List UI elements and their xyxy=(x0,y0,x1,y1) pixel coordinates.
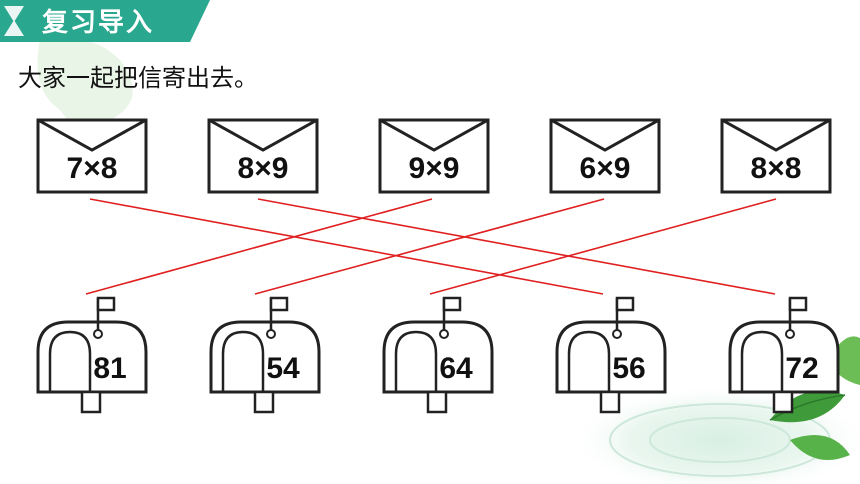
envelope-row xyxy=(36,118,832,194)
envelope-icon xyxy=(207,118,319,194)
map-watermark xyxy=(37,37,133,128)
envelope-label: 7×8 xyxy=(66,152,118,185)
connection-line xyxy=(254,198,605,295)
instruction-text: 大家一起把信寄出去。 xyxy=(18,64,258,92)
mailbox-label: 54 xyxy=(266,352,300,385)
mailbox-label: 72 xyxy=(785,352,819,385)
envelope-label: 6×9 xyxy=(579,152,631,185)
mailbox-icon xyxy=(728,296,840,414)
connection-line xyxy=(85,198,433,295)
envelope-label: 8×9 xyxy=(237,152,289,185)
envelope-label: 8×8 xyxy=(750,152,802,185)
envelope-icon xyxy=(720,118,832,194)
section-header-bar xyxy=(0,0,210,42)
mailbox-icon xyxy=(382,296,494,414)
mailbox-label: 81 xyxy=(93,352,127,385)
envelope-icon xyxy=(549,118,661,194)
connection-line xyxy=(89,198,604,295)
connection-lines xyxy=(85,198,777,295)
mailbox-row xyxy=(36,296,840,414)
mailbox-label: 56 xyxy=(612,352,646,385)
mailbox-icon xyxy=(555,296,667,414)
envelope-icon xyxy=(36,118,148,194)
mailbox-icon xyxy=(36,296,148,414)
connection-line xyxy=(429,198,777,295)
mailbox-icon xyxy=(209,296,321,414)
connection-line xyxy=(257,198,776,295)
section-title: 复习导入 xyxy=(42,8,155,38)
envelope-label: 9×9 xyxy=(408,152,460,185)
mailbox-label: 64 xyxy=(439,352,473,385)
envelope-icon xyxy=(378,118,490,194)
